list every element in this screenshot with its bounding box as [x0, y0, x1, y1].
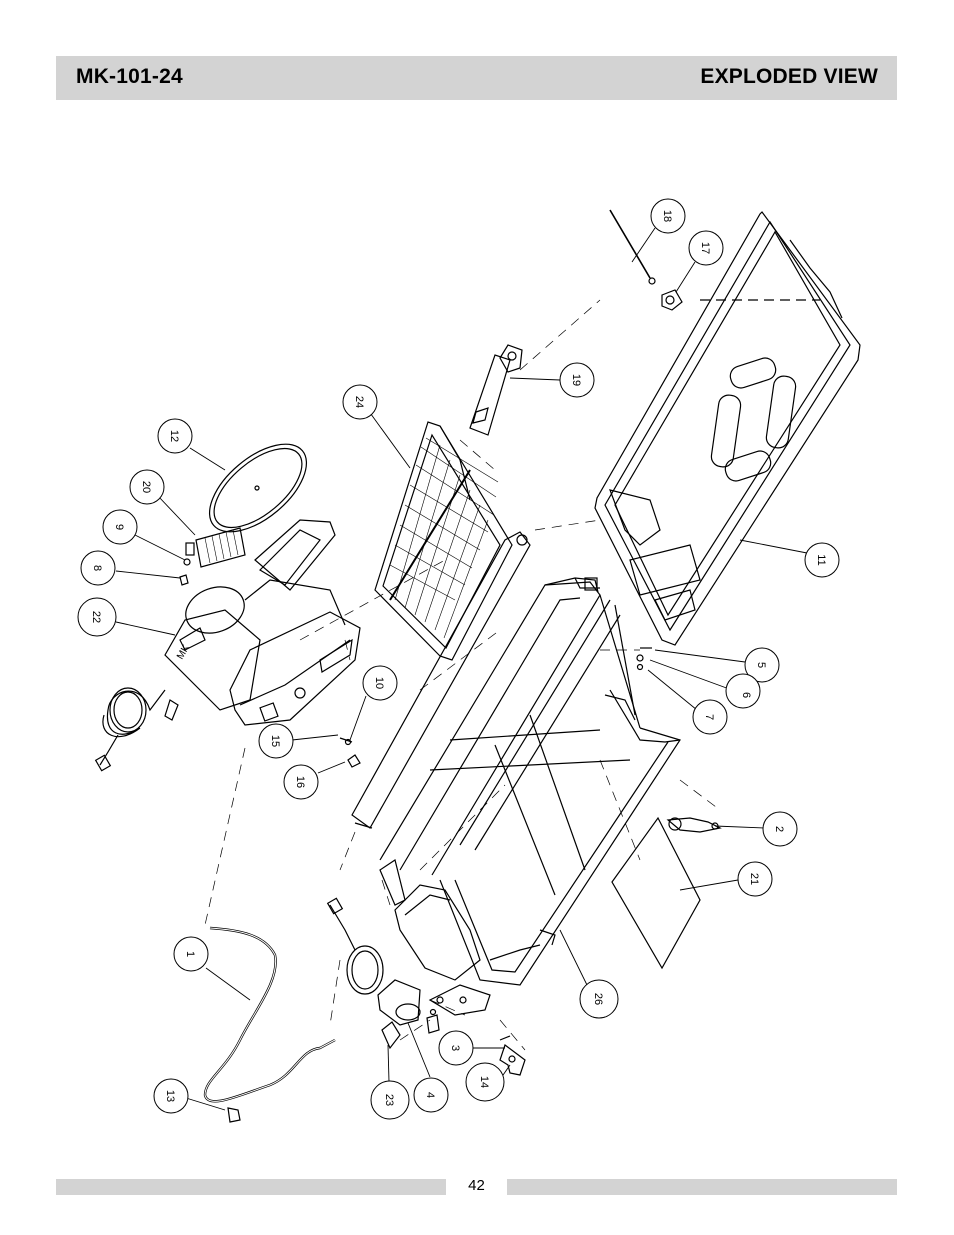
- power-cord-part: [94, 687, 179, 772]
- callout-23: 23: [370, 1080, 410, 1120]
- svg-text:5: 5: [755, 662, 767, 668]
- svg-text:MK: MK: [175, 643, 192, 662]
- model-number: MK-101-24: [76, 65, 183, 88]
- leader-lines: [115, 227, 808, 1111]
- knob-and-rod-parts: [609, 209, 683, 311]
- header-bar: MK-101-24 EXPLODED VIEW: [56, 56, 897, 100]
- svg-text:12: 12: [168, 430, 180, 442]
- page-number: 42: [468, 1177, 485, 1194]
- svg-text:2: 2: [773, 826, 785, 832]
- blade-part: [208, 443, 308, 533]
- svg-text:24: 24: [353, 396, 365, 408]
- callout-22: 22: [77, 597, 117, 637]
- svg-text:21: 21: [748, 873, 760, 885]
- motor-housing-part: [379, 859, 491, 1016]
- cord-coil-part: [326, 897, 384, 995]
- frame-part: [351, 531, 681, 986]
- callout-12: 12: [157, 418, 193, 454]
- callout-17: 17: [688, 230, 724, 266]
- water-hose-part: [203, 926, 336, 1103]
- callout-18: 18: [650, 198, 686, 234]
- callout-15: 15: [258, 723, 294, 759]
- svg-text:11: 11: [815, 554, 827, 565]
- svg-text:9: 9: [113, 524, 125, 530]
- svg-text:7: 7: [703, 714, 715, 720]
- svg-text:26: 26: [592, 993, 604, 1005]
- callout-9: 9: [102, 509, 138, 545]
- guide-part: [469, 344, 523, 436]
- water-tray-part: [594, 211, 861, 646]
- svg-text:22: 22: [90, 611, 102, 623]
- callout-21: 21: [737, 861, 773, 897]
- svg-text:4: 4: [424, 1092, 436, 1098]
- callout-10: 10: [362, 665, 398, 701]
- footer-bar-left: [56, 1179, 446, 1195]
- callout-6: 6: [725, 673, 761, 709]
- callout-8: 8: [80, 550, 116, 586]
- callout-16: 16: [283, 764, 319, 800]
- svg-text:18: 18: [661, 210, 673, 222]
- callout-11: 11: [804, 542, 840, 578]
- callout-20: 20: [129, 469, 165, 505]
- callout-4: 4: [413, 1077, 449, 1113]
- svg-text:3: 3: [449, 1045, 461, 1051]
- assembly-lines: [204, 299, 721, 1051]
- callout-26: 26: [579, 979, 619, 1019]
- svg-text:15: 15: [269, 735, 281, 747]
- callout-13: 13: [153, 1078, 189, 1114]
- footer-bar-right: [507, 1179, 897, 1195]
- cutting-table-grid-part: [374, 421, 513, 661]
- svg-text:10: 10: [373, 677, 385, 689]
- callout-7: 7: [692, 699, 728, 735]
- svg-text:19: 19: [570, 374, 582, 386]
- svg-text:14: 14: [478, 1076, 490, 1088]
- side-plate-part: [611, 816, 701, 970]
- svg-text:13: 13: [164, 1090, 176, 1102]
- page-title: EXPLODED VIEW: [700, 65, 878, 88]
- svg-text:1: 1: [184, 951, 196, 957]
- callout-19: 19: [559, 362, 595, 398]
- callout-14: 14: [465, 1062, 505, 1102]
- callout-1: 1: [173, 936, 209, 972]
- callout-3: 3: [438, 1030, 474, 1066]
- svg-text:6: 6: [740, 692, 752, 698]
- svg-text:23: 23: [383, 1094, 395, 1106]
- svg-text:20: 20: [140, 481, 152, 493]
- label-plate-part: [185, 527, 246, 568]
- callout-5: 5: [744, 647, 780, 683]
- svg-text:8: 8: [91, 565, 103, 571]
- svg-text:16: 16: [294, 776, 306, 788]
- motor-head-part: MK: [164, 519, 361, 726]
- callout-24: 24: [342, 384, 378, 420]
- callout-2: 2: [762, 811, 798, 847]
- svg-text:17: 17: [699, 242, 711, 254]
- switch-box-part: [377, 979, 421, 1050]
